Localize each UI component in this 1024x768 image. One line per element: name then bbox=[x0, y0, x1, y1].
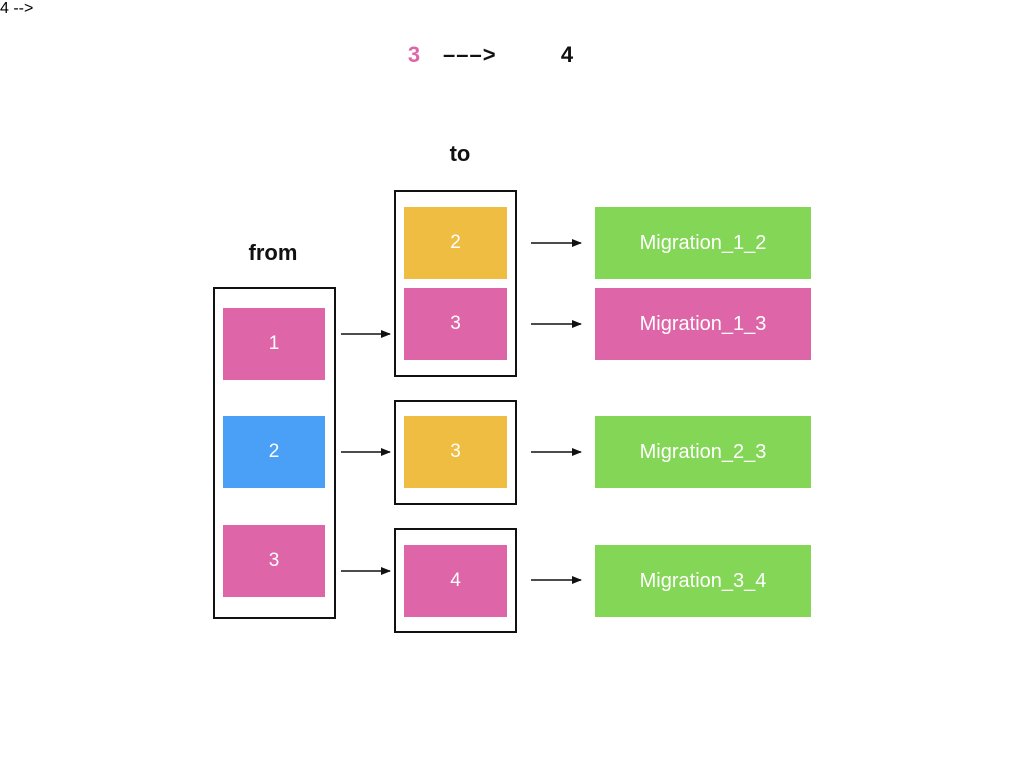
from-item-label: 1 bbox=[268, 333, 280, 354]
header-to-version: 4 bbox=[560, 42, 574, 67]
migration-label: Migration_1_3 bbox=[639, 312, 767, 335]
from-item-2: 2 bbox=[223, 416, 325, 488]
from-item-1: 1 bbox=[223, 308, 325, 380]
to-item: 3 bbox=[404, 416, 507, 488]
to-item: 3 bbox=[404, 288, 507, 360]
migration-box: Migration_2_3 bbox=[595, 416, 811, 488]
from-item-label: 2 bbox=[268, 441, 280, 462]
header-transition-arrow: –––> bbox=[443, 42, 497, 67]
to-frame-2 bbox=[394, 400, 517, 505]
migration-box: Migration_1_3 bbox=[595, 288, 811, 360]
to-frame-1 bbox=[394, 190, 517, 377]
to-item-label: 4 bbox=[450, 570, 461, 591]
header-from-version: 3 bbox=[407, 42, 421, 67]
from-item-3: 3 bbox=[223, 525, 325, 597]
from-frame bbox=[213, 287, 336, 619]
to-item-label: 3 bbox=[450, 441, 461, 462]
to-item-label: 2 bbox=[450, 232, 461, 253]
from-heading: from bbox=[248, 240, 298, 265]
to-item-label: 3 bbox=[450, 313, 461, 334]
migration-box: Migration_1_2 bbox=[595, 207, 811, 279]
migration-label: Migration_3_4 bbox=[639, 569, 767, 592]
from-item-label: 3 bbox=[268, 550, 280, 571]
migration-label: Migration_1_2 bbox=[639, 231, 767, 254]
migration-label: Migration_2_3 bbox=[639, 440, 767, 463]
migration-box: Migration_3_4 bbox=[595, 545, 811, 617]
to-item: 4 bbox=[404, 545, 507, 617]
to-heading: to bbox=[449, 141, 471, 166]
to-frame-3 bbox=[394, 528, 517, 633]
to-item: 2 bbox=[404, 207, 507, 279]
